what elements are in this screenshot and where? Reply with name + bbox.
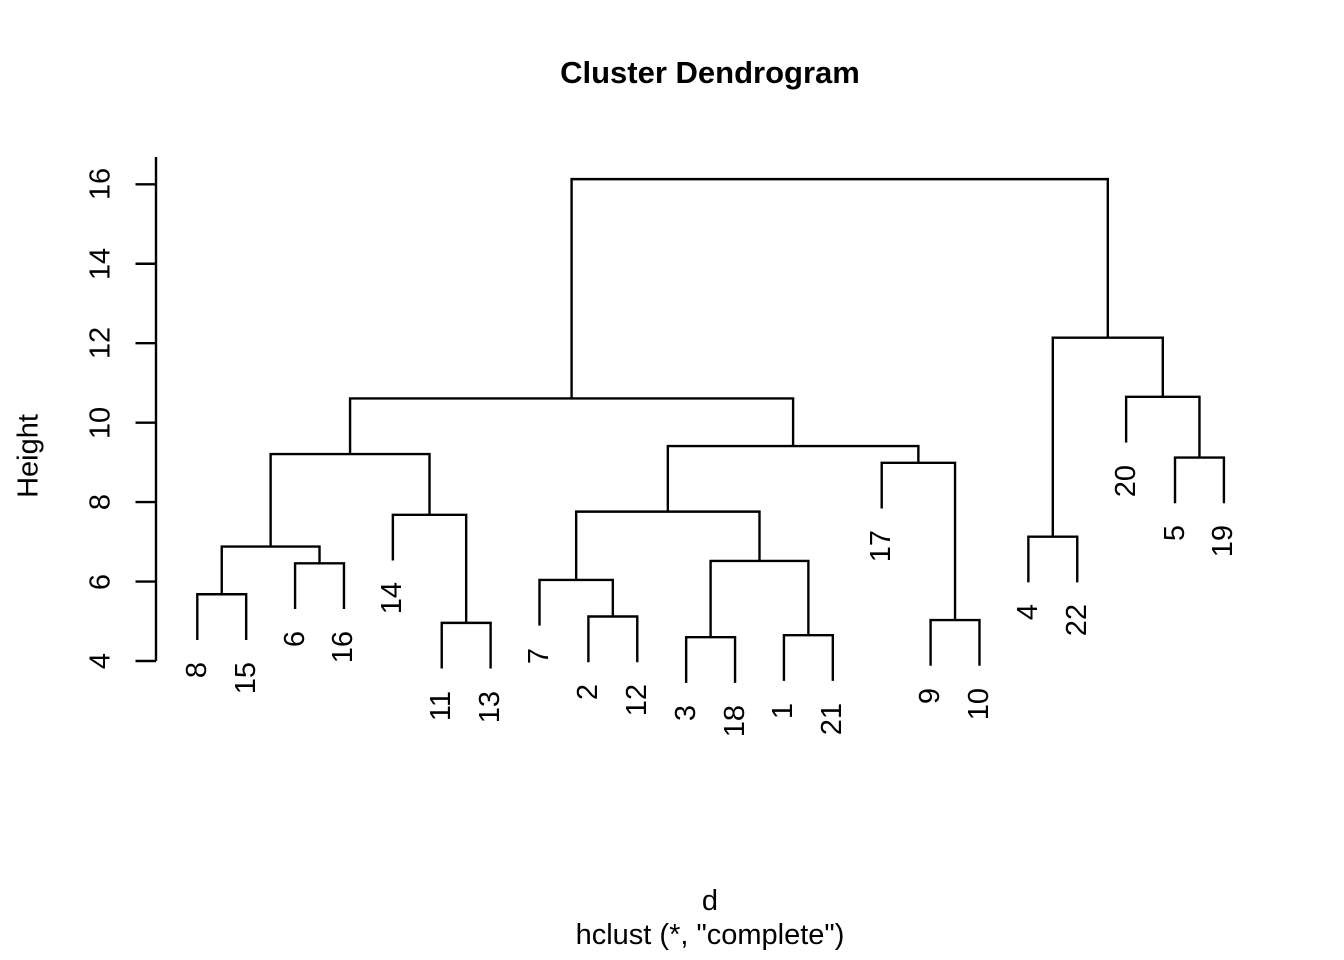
dendrogram-merge-segment	[348, 397, 795, 455]
leaf-label: 11	[425, 690, 458, 721]
leaf-label: 9	[914, 687, 947, 704]
leaf-label: 7	[523, 647, 555, 664]
dendrogram-merge-segment	[1124, 395, 1201, 458]
dendrogram-merge-segment	[666, 444, 920, 512]
leaf-label: 4	[1011, 604, 1044, 621]
dendrogram-merge-segment	[538, 578, 615, 626]
y-tick-label: 6	[84, 573, 117, 590]
dendrogram-merge-segment	[574, 510, 761, 580]
y-axis-title: Height	[12, 414, 45, 498]
x-axis-subtitle: hclust (*, "complete")	[575, 919, 845, 951]
leaf-label: 13	[474, 690, 507, 723]
leaf-label: 19	[1207, 525, 1240, 558]
leaf-label: 6	[278, 630, 311, 648]
dendrogram-merge-segment	[1173, 456, 1226, 504]
leaf-label: 14	[376, 582, 409, 615]
leaf-label: 15	[229, 661, 262, 695]
leaf-label: 5	[1158, 525, 1191, 542]
y-tick-label: 10	[84, 406, 117, 439]
y-tick-label: 12	[84, 327, 117, 360]
dendrogram-merge-segment	[1051, 336, 1164, 537]
dendrogram-merge-segment	[929, 618, 981, 666]
dendrogram-merge-segment	[1027, 535, 1079, 583]
dendrogram-merge-segment	[570, 177, 1109, 399]
y-tick-label: 14	[84, 247, 117, 280]
y-tick-label: 4	[84, 652, 117, 670]
leaf-label: 17	[865, 530, 898, 563]
y-tick-label: 8	[84, 494, 117, 511]
leaf-label: 18	[718, 704, 751, 738]
x-axis-title: d	[701, 885, 719, 917]
dendrogram-merge-segment	[709, 559, 810, 638]
leaf-label: 2	[571, 684, 604, 701]
chart-title: Cluster Dendrogram	[560, 55, 860, 90]
dendrogram-merge-segment	[269, 452, 431, 547]
leaf-label: 22	[1060, 604, 1093, 637]
dendrogram-merge-segment	[220, 545, 321, 595]
leaf-label: 21	[816, 702, 849, 736]
dendrogram-merge-segment	[293, 562, 346, 609]
leaf-label: 3	[669, 704, 702, 721]
dendrogram-merge-segment	[196, 593, 248, 640]
leaf-label: 8	[180, 661, 213, 679]
leaf-label: 10	[962, 687, 995, 721]
leaf-label: 20	[1109, 464, 1142, 497]
dendrogram-merge-segment	[684, 635, 737, 683]
leaf-label: 1	[767, 702, 800, 719]
dendrogram-merge-segment	[587, 615, 639, 663]
leaf-label: 12	[620, 684, 653, 717]
dendrogram-merge-segment	[440, 621, 492, 669]
y-tick-label: 16	[84, 168, 117, 201]
leaf-label: 16	[327, 630, 360, 664]
dendrogram-merge-segment	[782, 633, 835, 681]
